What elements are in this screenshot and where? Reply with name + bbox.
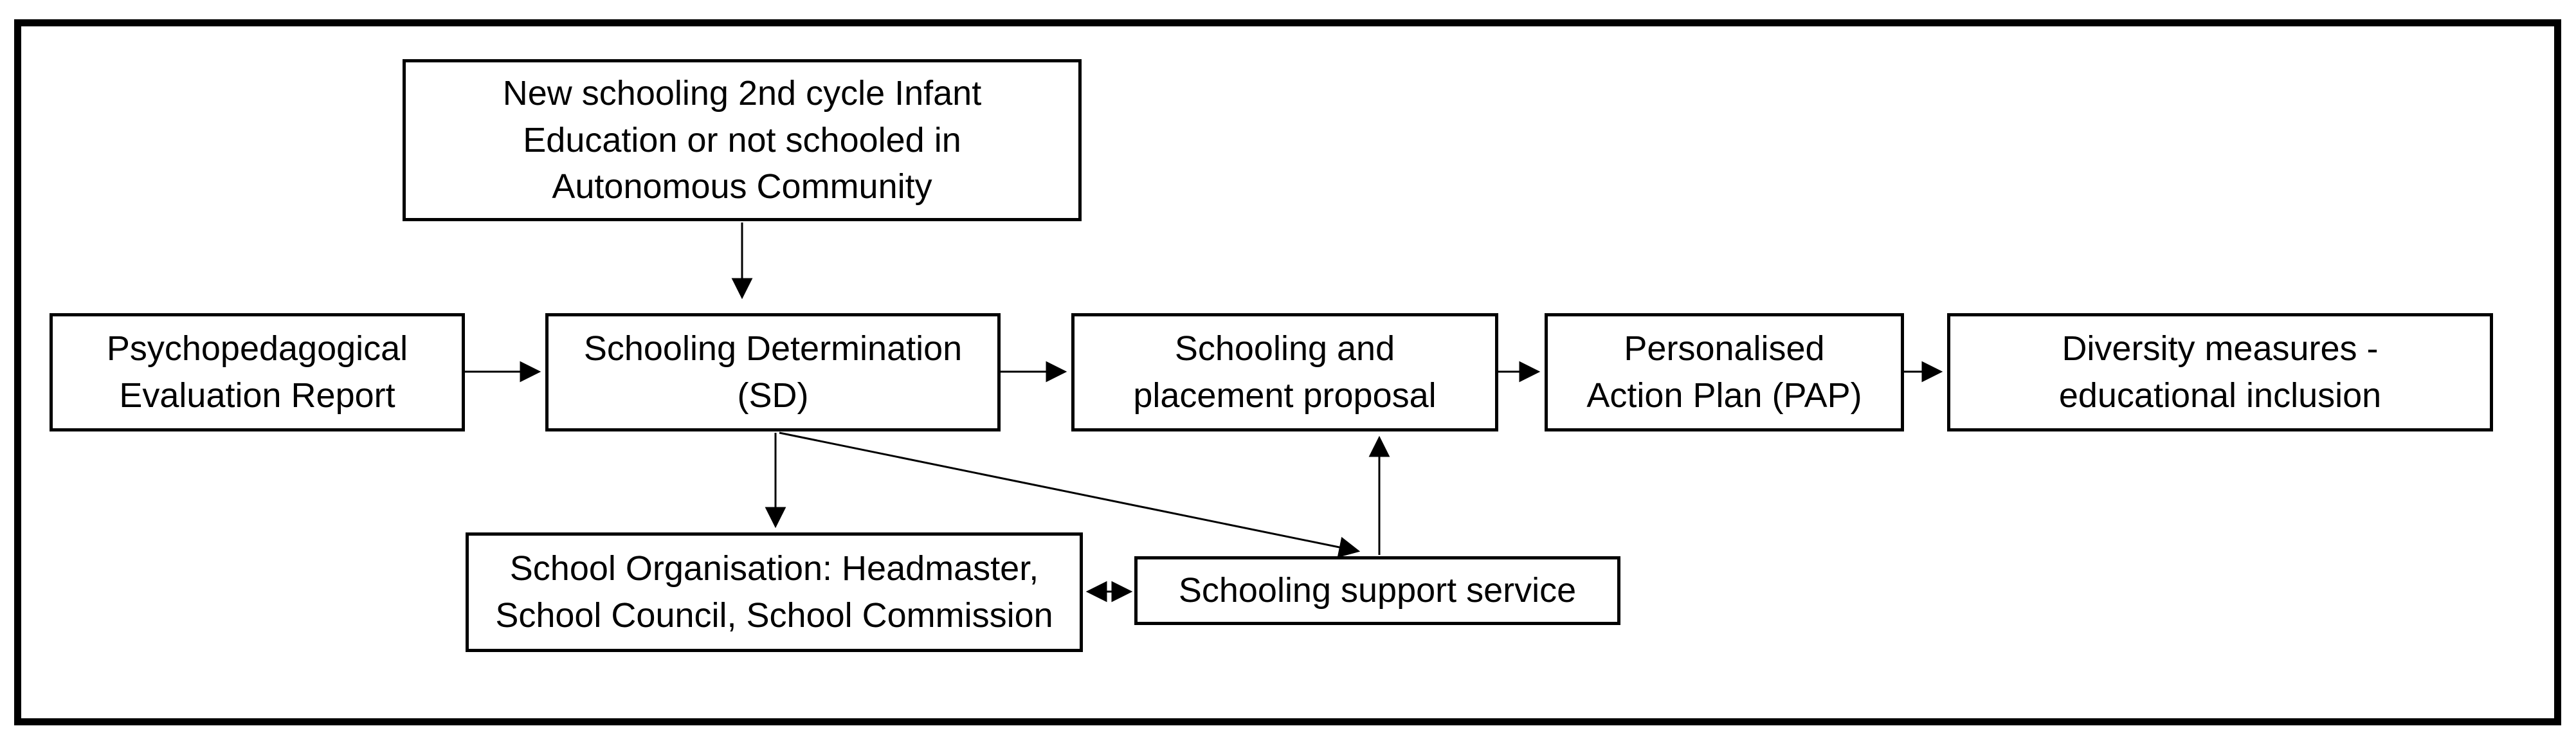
node-schooling-determination-label: Schooling Determination (SD) [583, 329, 963, 415]
node-schooling-placement-proposal-label: Schooling and placement proposal [1133, 329, 1437, 415]
node-diversity-measures-label: Diversity measures - educational inclusi… [2058, 329, 2382, 415]
node-new-schooling-label: New schooling 2nd cycle Infant Education… [502, 73, 982, 206]
node-personalised-action-plan: Personalised Action Plan (PAP) [1545, 313, 1904, 431]
node-personalised-action-plan-label: Personalised Action Plan (PAP) [1586, 329, 1862, 415]
node-psychopedagogical-evaluation-report: Psychopedagogical Evaluation Report [50, 313, 465, 431]
node-diversity-measures: Diversity measures - educational inclusi… [1947, 313, 2493, 431]
node-new-schooling: New schooling 2nd cycle Infant Education… [403, 59, 1082, 221]
node-schooling-support-service-label: Schooling support service [1178, 571, 1577, 610]
node-psychopedagogical-evaluation-report-label: Psychopedagogical Evaluation Report [106, 329, 408, 415]
node-schooling-determination: Schooling Determination (SD) [545, 313, 1001, 431]
node-school-organisation: School Organisation: Headmaster, School … [466, 532, 1083, 652]
outer-border [14, 19, 2561, 725]
node-school-organisation-label: School Organisation: Headmaster, School … [495, 549, 1053, 635]
node-schooling-placement-proposal: Schooling and placement proposal [1071, 313, 1498, 431]
node-schooling-support-service: Schooling support service [1134, 556, 1620, 625]
